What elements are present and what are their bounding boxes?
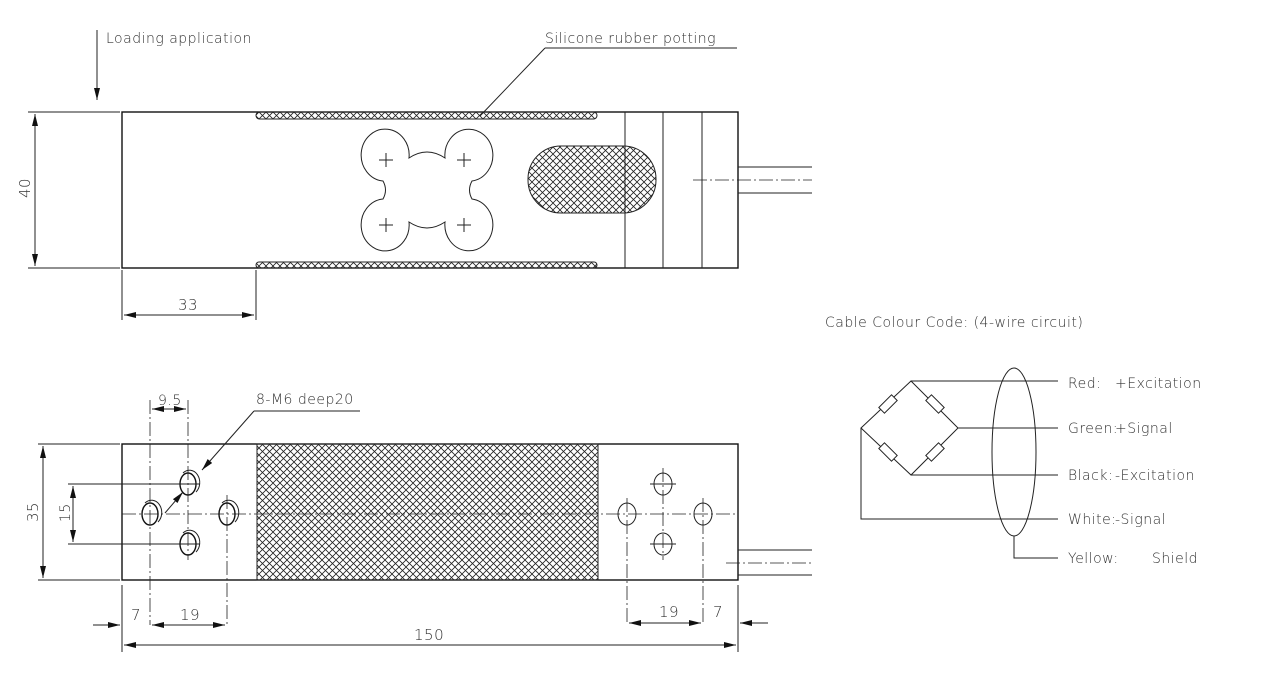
cable-top (693, 166, 812, 194)
dim-left-pitch: 19 (180, 606, 200, 624)
wheatstone-bridge (860, 367, 1058, 559)
dim-left-edge: 7 (131, 606, 141, 624)
potting-label: Silicone rubber potting (545, 31, 716, 47)
dim-height: 40 (16, 178, 34, 198)
wire-color: Yellow: (1068, 551, 1119, 567)
wire-legend: Red: +Excitation Green: +Signal Black: -… (1068, 376, 1202, 567)
cable-shield (991, 367, 1037, 537)
dim-offset: 33 (178, 296, 198, 314)
cable-gland-potting (527, 145, 657, 214)
wire-function: +Signal (1115, 421, 1173, 437)
dim-right-pitch: 19 (659, 603, 679, 621)
dim-length: 150 (414, 626, 444, 644)
bottom-view: 9.5 8-M6 deep20 35 15 7 19 19 7 150 (24, 392, 812, 652)
wire-color: Green: (1068, 421, 1118, 437)
hatched-gauge-area (256, 443, 599, 581)
clover-cutout (360, 128, 494, 252)
potting-strip-bottom (255, 261, 598, 269)
hole-label: 8-M6 deep20 (256, 392, 354, 408)
wiring-diagram: Cable Colour Code: (4-wire circuit) Red:… (825, 315, 1202, 567)
dim-right-edge: 7 (713, 603, 723, 621)
wire-function: -Signal (1115, 512, 1166, 528)
load-label: Loading application (106, 31, 252, 47)
mounting-holes-left (141, 400, 240, 625)
dim-hole-spacing-y: 15 (58, 503, 74, 522)
wire-color: White: (1068, 512, 1116, 528)
wiring-title: Cable Colour Code: (4-wire circuit) (825, 315, 1083, 331)
wire-function: Shield (1152, 551, 1198, 567)
mounting-holes-right (617, 468, 713, 625)
wire-function: +Excitation (1115, 376, 1202, 392)
dim-hole-spacing-x: 9.5 (158, 393, 182, 409)
wire-function: -Excitation (1115, 468, 1195, 484)
wire-color: Red: (1068, 376, 1101, 392)
dim-width: 35 (24, 502, 42, 522)
top-view: Loading application Silicone rubber pott… (16, 30, 812, 320)
wire-color: Black: (1068, 468, 1113, 484)
potting-strip-top (255, 111, 598, 120)
cable-bottom (726, 549, 812, 576)
